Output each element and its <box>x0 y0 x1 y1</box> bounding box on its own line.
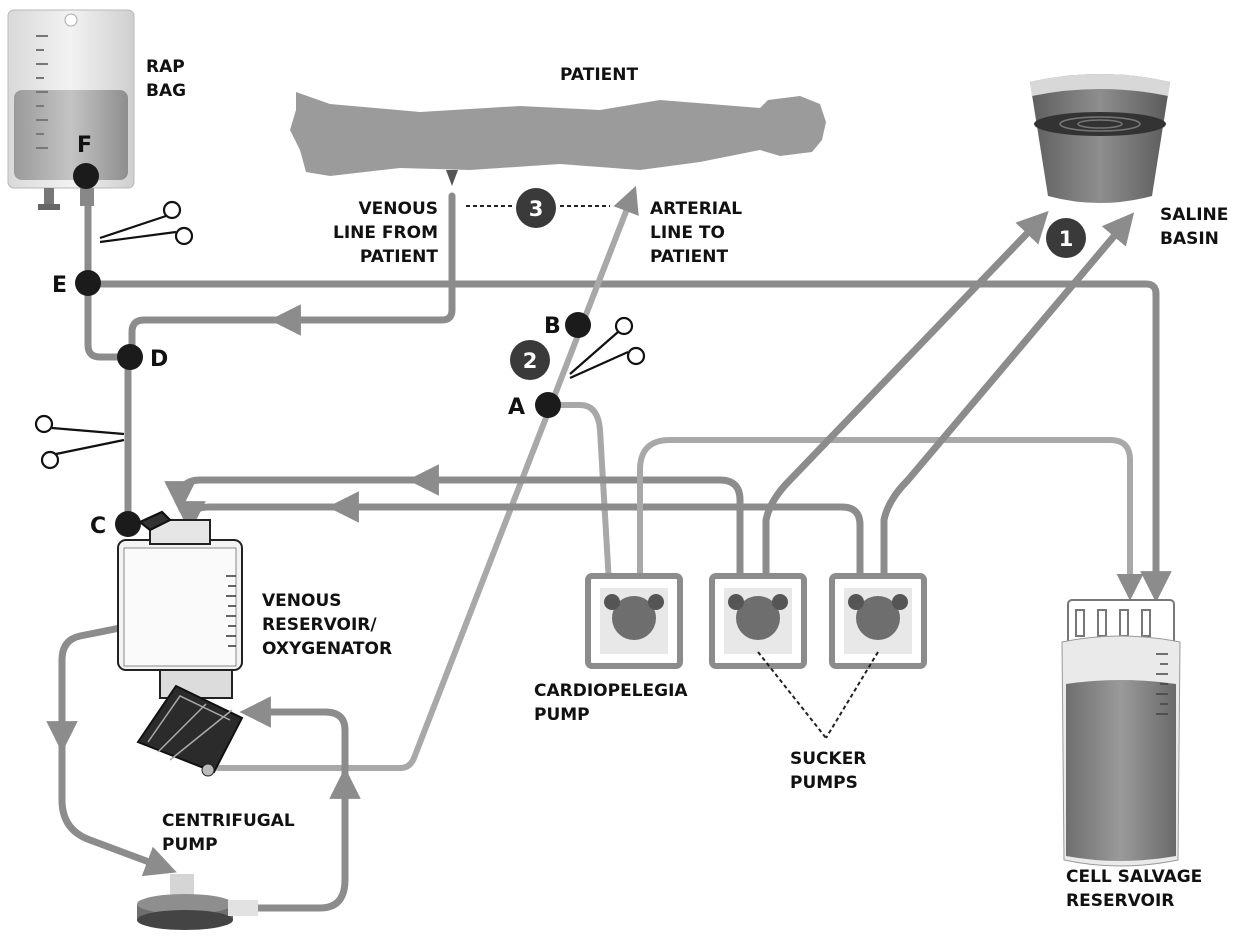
cardioplegia-pump-label: CARDIOPELEGIA PUMP <box>534 681 688 725</box>
point-e: E <box>52 270 101 298</box>
line-e-to-cell-salvage <box>84 280 1172 603</box>
step-1-badge: 1 <box>1046 218 1086 258</box>
step-3-badge: 3 <box>516 188 556 228</box>
line-from-centrifugal <box>239 696 349 912</box>
sucker-intake-1 <box>762 210 1049 604</box>
patient-label: PATIENT <box>560 65 638 85</box>
venous-line-label: VENOUS LINE FROM PATIENT <box>333 199 438 267</box>
svg-text:VENOUS: VENOUS <box>262 591 342 611</box>
svg-text:OXYGENATOR: OXYGENATOR <box>262 639 392 659</box>
sucker-pump-2-device <box>829 573 927 669</box>
svg-text:PUMP: PUMP <box>534 705 590 725</box>
cardioplegia-to-cell-salvage <box>637 437 1144 603</box>
svg-text:RESERVOIR: RESERVOIR <box>1066 891 1174 911</box>
svg-text:CARDIOPELEGIA: CARDIOPELEGIA <box>534 681 688 701</box>
sucker-label-leader-2 <box>825 651 879 739</box>
saline-basin <box>1030 74 1170 203</box>
step-2-badge: 2 <box>510 340 550 380</box>
sucker-pump-1-device <box>709 573 807 669</box>
svg-text:VENOUS: VENOUS <box>359 199 439 219</box>
point-a: A <box>508 392 561 420</box>
svg-text:1: 1 <box>1059 227 1074 251</box>
clamp-icon <box>99 200 194 246</box>
svg-text:PUMP: PUMP <box>162 835 218 855</box>
clamp-icon <box>137 510 172 532</box>
svg-text:BAG: BAG <box>146 81 186 101</box>
svg-text:BASIN: BASIN <box>1160 229 1219 249</box>
svg-text:F: F <box>77 133 92 158</box>
svg-text:SALINE: SALINE <box>1160 205 1228 225</box>
cardioplegia-pump-device <box>585 573 683 669</box>
rap-bag <box>7 9 135 210</box>
point-c: C <box>90 511 141 539</box>
venous-line <box>128 192 456 360</box>
svg-text:CELL SALVAGE: CELL SALVAGE <box>1066 867 1202 887</box>
svg-text:A: A <box>508 395 525 420</box>
svg-text:B: B <box>544 314 561 339</box>
svg-text:3: 3 <box>529 197 544 221</box>
sucker-intake-2 <box>880 212 1135 604</box>
patient-silhouette <box>290 92 826 176</box>
svg-text:ARTERIAL: ARTERIAL <box>650 199 742 219</box>
svg-text:PATIENT: PATIENT <box>650 247 728 267</box>
tubing <box>46 185 1172 912</box>
sucker-return-1 <box>164 476 744 604</box>
svg-text:E: E <box>52 273 67 298</box>
centrifugal-pump-device <box>137 874 258 930</box>
svg-text:LINE TO: LINE TO <box>650 223 725 243</box>
sucker-return-2 <box>174 501 864 604</box>
arterial-line <box>215 185 639 771</box>
svg-text:RAP: RAP <box>146 57 185 77</box>
centrifugal-pump-label: CENTRIFUGAL PUMP <box>162 811 295 855</box>
cell-salvage-device <box>1061 599 1181 867</box>
clamp-icon <box>34 414 125 470</box>
svg-text:SUCKER: SUCKER <box>790 749 866 769</box>
sucker-label-leader-1 <box>757 651 827 739</box>
sucker-pumps-label: SUCKER PUMPS <box>790 749 866 793</box>
svg-text:RESERVOIR/: RESERVOIR/ <box>262 615 377 635</box>
venous-reservoir-device <box>117 519 244 777</box>
line-e-to-d <box>84 278 132 361</box>
svg-text:LINE FROM: LINE FROM <box>333 223 438 243</box>
clamp-icon <box>569 316 646 380</box>
saline-basin-label: SALINE BASIN <box>1160 205 1228 249</box>
venous-reservoir-label: VENOUS RESERVOIR/ OXYGENATOR <box>262 591 392 659</box>
point-f: F <box>73 133 99 189</box>
cell-salvage-label: CELL SALVAGE RESERVOIR <box>1066 867 1202 911</box>
svg-text:CENTRIFUGAL: CENTRIFUGAL <box>162 811 295 831</box>
svg-text:C: C <box>90 514 106 539</box>
svg-text:PATIENT: PATIENT <box>360 247 438 267</box>
rap-bag-label: RAP BAG <box>146 57 186 101</box>
svg-text:D: D <box>150 347 168 372</box>
svg-text:PUMPS: PUMPS <box>790 773 858 793</box>
svg-text:2: 2 <box>523 349 538 373</box>
arterial-line-label: ARTERIAL LINE TO PATIENT <box>650 199 742 267</box>
point-d: D <box>117 344 168 372</box>
venous-line-end <box>446 170 458 186</box>
point-b: B <box>544 312 591 339</box>
